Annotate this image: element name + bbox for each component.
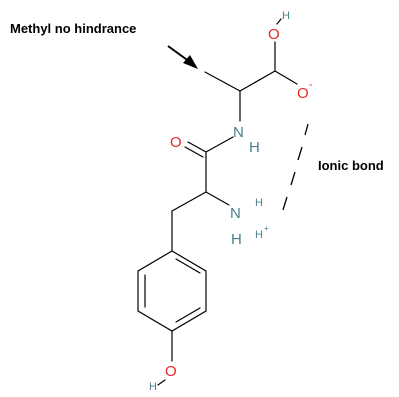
atom-o-carbonyl: O (170, 134, 182, 151)
bond-co-double-b (184, 146, 204, 158)
atom-n-amine: N (230, 205, 241, 222)
atom-labels: O H O - O N H N H H H + O H (149, 10, 313, 393)
bond-o-h (276, 18, 282, 25)
bond-ca-cc (239, 70, 276, 92)
atom-h-amide: H (249, 139, 260, 156)
atom-o-carboxylate: O (297, 85, 309, 102)
bond-co-double-a (187, 141, 207, 153)
charge-plus: + (264, 224, 269, 233)
bonds (137, 18, 298, 386)
atom-h-phenol: H (149, 381, 157, 392)
label-ionic-bond: Ionic bond (318, 158, 384, 173)
bond-cc-ominus (274, 70, 298, 85)
atom-h-hydroxyl: H (282, 10, 290, 22)
atom-h-amine-top: H (255, 197, 263, 209)
ring-inner-2 (175, 307, 201, 323)
bond-n-co (205, 136, 234, 153)
atom-o-hydroxyl: O (268, 26, 280, 43)
bond-ca2-nh (205, 191, 230, 206)
atom-o-phenol: O (165, 363, 177, 380)
arrow-head (183, 55, 198, 69)
charge-minus: - (309, 79, 313, 91)
ionic-bond-dashes (282, 123, 309, 211)
bond-phenol-o-h (157, 379, 166, 386)
benzene-ring (137, 250, 207, 332)
label-methyl-no-hindrance: Methyl no hindrance (10, 21, 136, 36)
bond-methyl (204, 71, 241, 92)
atom-n-amide: N (233, 124, 244, 141)
atom-h-amine-bottom: H (231, 231, 242, 248)
atom-h-amine-plus: H (255, 229, 263, 241)
ring-inner-1 (175, 258, 201, 274)
bond-ca2-ch2 (171, 191, 207, 212)
